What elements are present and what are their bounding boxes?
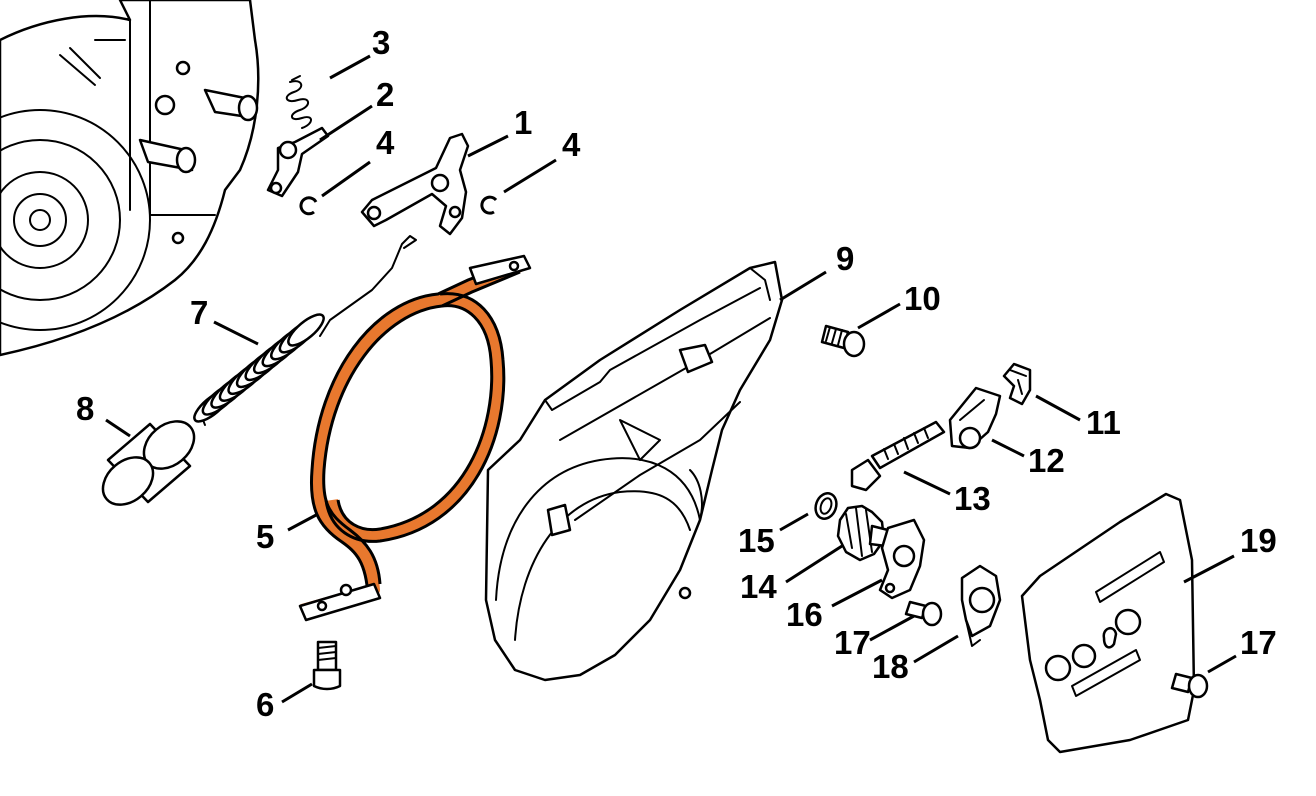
part-16-plate	[878, 518, 926, 600]
callout-3: 3	[372, 24, 390, 61]
part-9-sprocket-cover	[484, 260, 784, 682]
callout-4-left: 4	[376, 124, 395, 161]
callout-14: 14	[740, 568, 777, 605]
part-3-spring	[285, 75, 312, 129]
part-17-screw-right	[1170, 672, 1209, 699]
part-19-side-plate	[1020, 492, 1196, 754]
callout-12: 12	[1028, 442, 1065, 479]
callout-4-right: 4	[562, 126, 581, 163]
callout-6: 6	[256, 686, 274, 723]
part-7-brake-spring	[193, 235, 417, 426]
part-8-sleeve	[101, 420, 196, 506]
callout-1: 1	[514, 104, 532, 141]
callout-17-middle: 17	[834, 624, 871, 661]
part-13-adjusting-screw	[850, 420, 946, 492]
part-17-screw-middle	[904, 600, 943, 627]
callout-2: 2	[376, 76, 394, 113]
callout-19: 19	[1240, 522, 1277, 559]
part-6-screw	[312, 640, 342, 691]
callout-5: 5	[256, 518, 274, 555]
callout-13: 13	[954, 480, 991, 517]
part-11-clip	[1002, 362, 1032, 406]
callout-labels: 3 2 4 1 4 9 10 7 8 11 12 13 5 15 19 14 1…	[76, 24, 1277, 723]
callout-7: 7	[190, 294, 208, 331]
part-14-gear	[836, 504, 890, 562]
callout-10: 10	[904, 280, 941, 317]
callout-15: 15	[738, 522, 775, 559]
part-18-bracket	[960, 564, 1002, 647]
part-1-lever	[360, 132, 470, 236]
callout-9: 9	[836, 240, 854, 277]
part-12-slide	[948, 386, 1002, 450]
spring-coil	[287, 313, 325, 347]
part-10-screw	[820, 324, 866, 358]
callout-18: 18	[872, 648, 909, 685]
part-5-brake-band	[298, 254, 532, 622]
part-4-eclip-right	[480, 195, 498, 215]
engine-housing	[0, 0, 260, 357]
leader-lines	[105, 54, 1237, 704]
part-4-eclip-left	[299, 196, 318, 216]
part-2-lever	[266, 126, 330, 198]
callout-17-right: 17	[1240, 624, 1277, 661]
callout-16: 16	[786, 596, 823, 633]
part-15-ring	[814, 492, 838, 520]
callout-8: 8	[76, 390, 94, 427]
callout-11: 11	[1086, 404, 1121, 441]
